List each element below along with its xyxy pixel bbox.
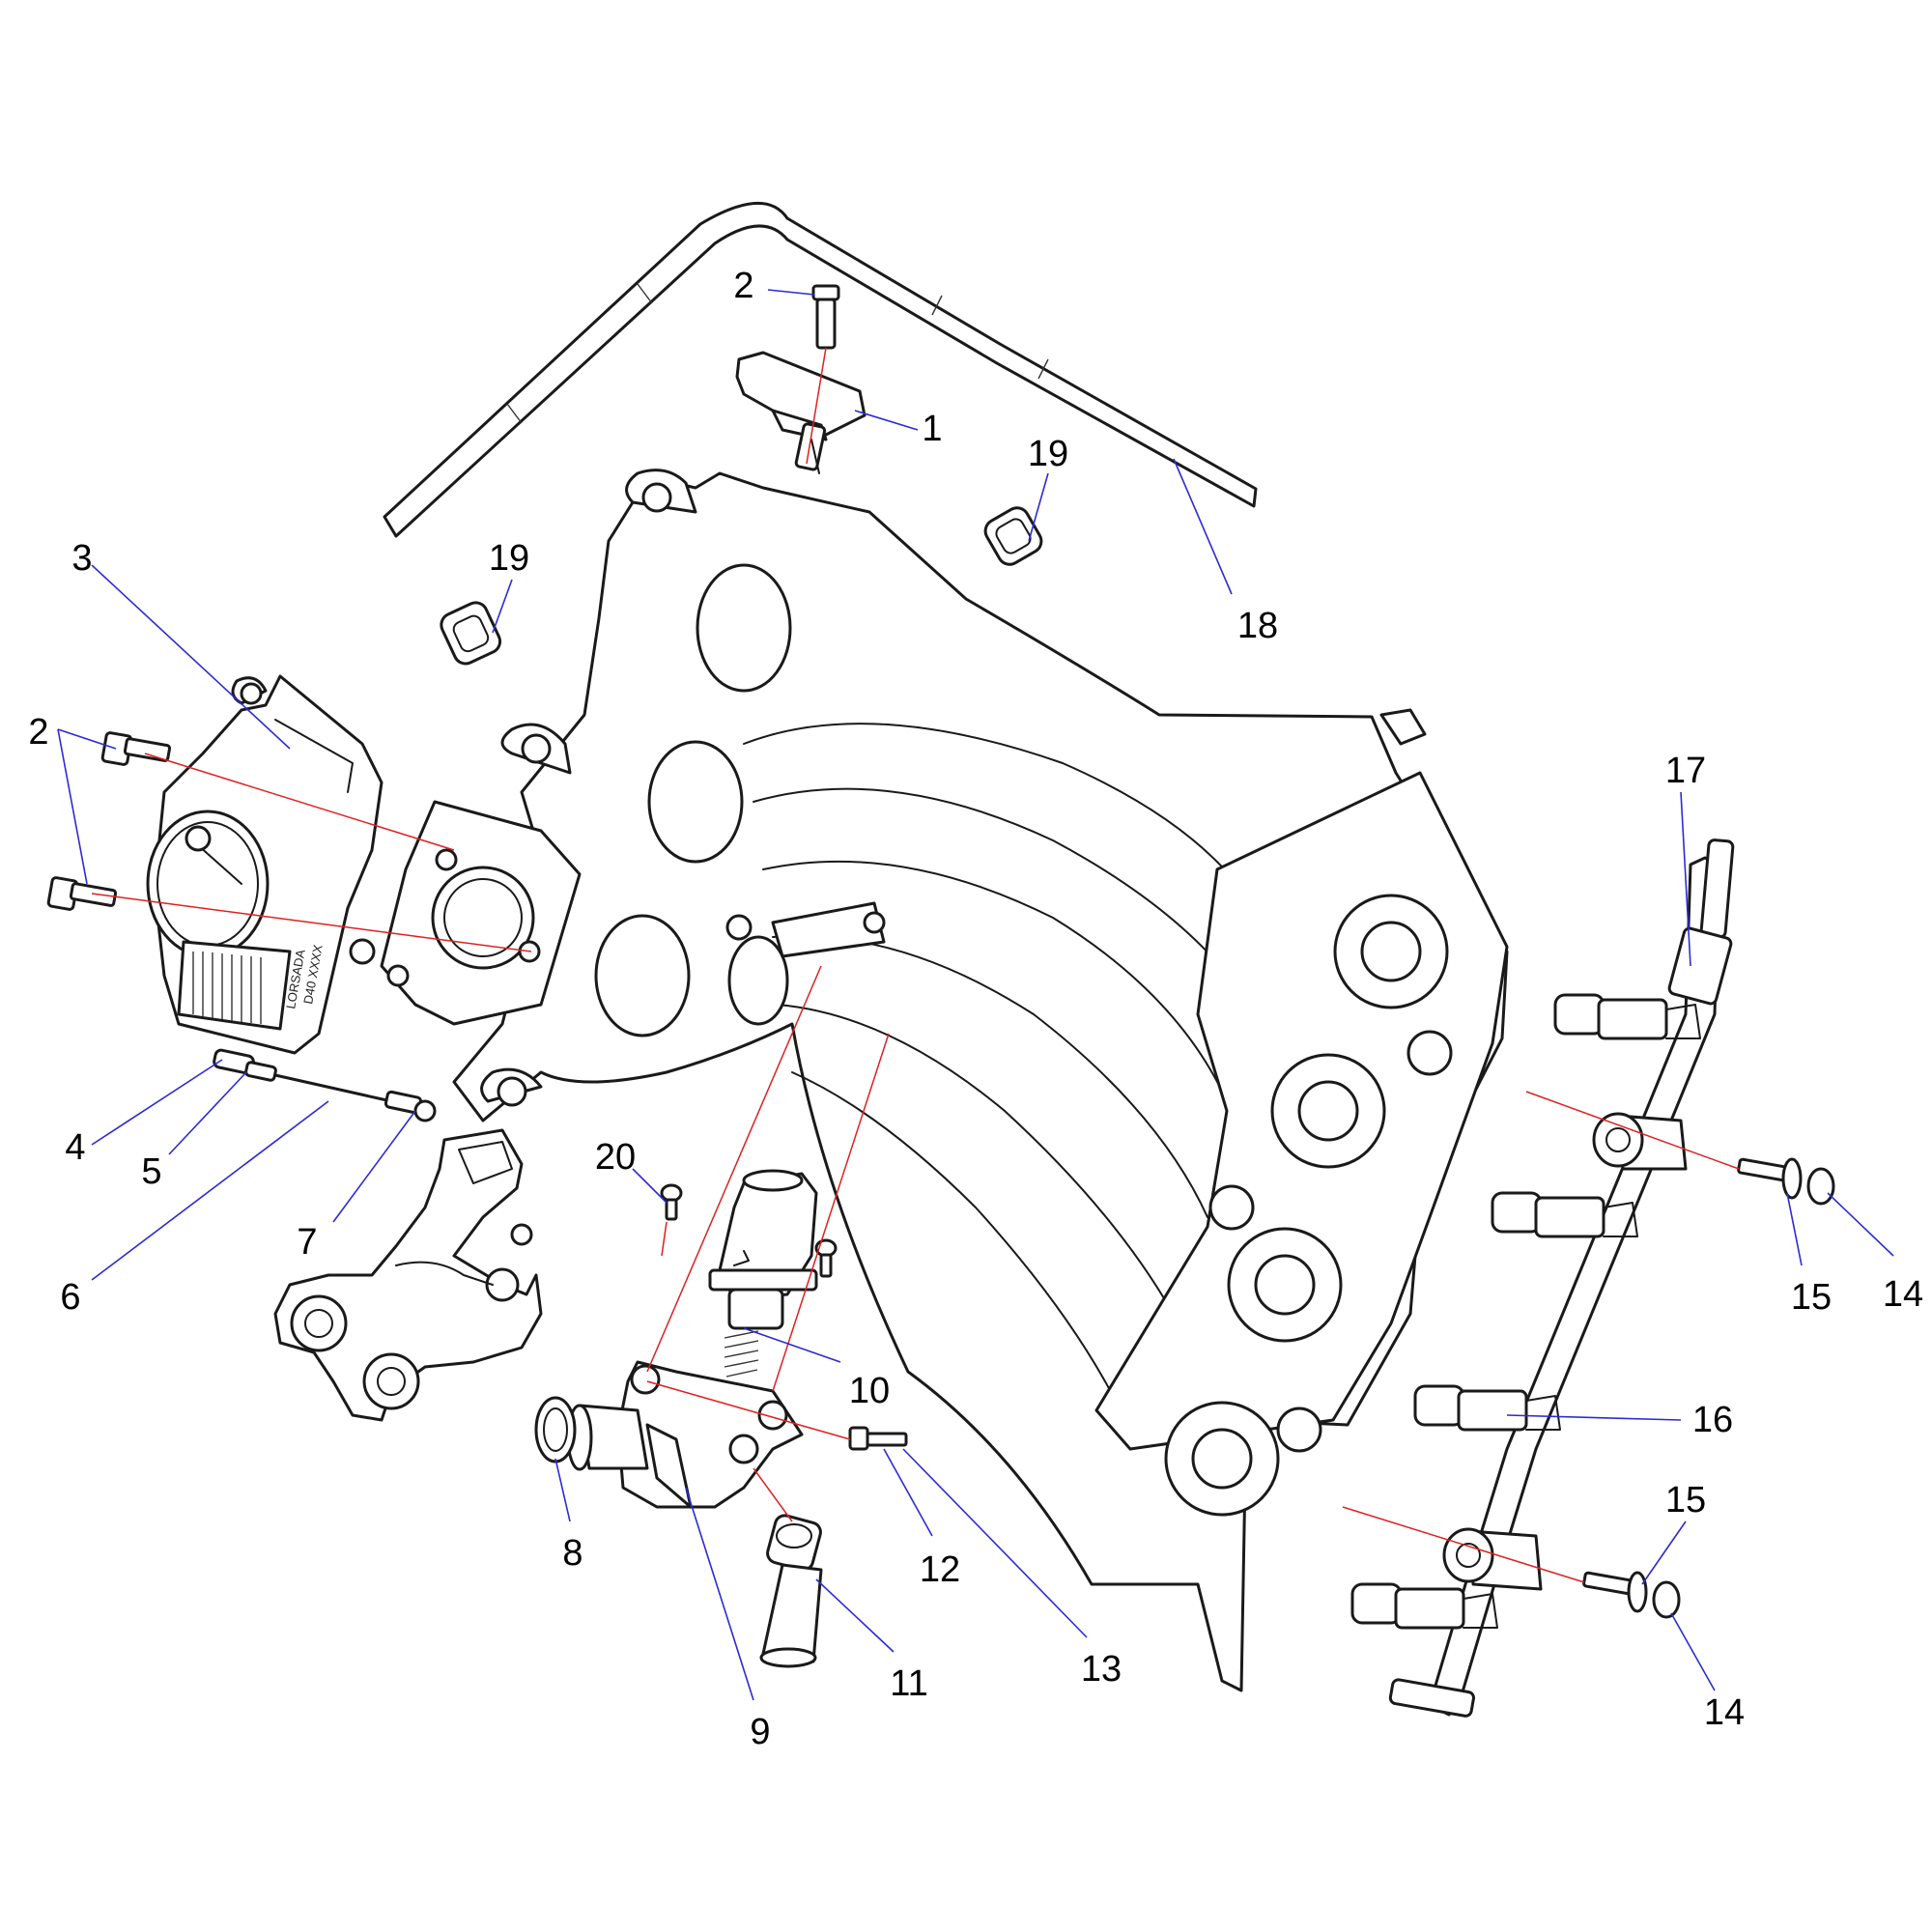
fuel-rail bbox=[1388, 838, 1735, 1718]
rail-boss-upper bbox=[1592, 1112, 1688, 1171]
sensor-bracket bbox=[273, 1128, 543, 1422]
screw-20 bbox=[660, 1183, 683, 1221]
grommet-right bbox=[983, 506, 1043, 566]
linkage-rod bbox=[213, 1048, 437, 1122]
grommet-left bbox=[440, 601, 502, 666]
fuel-injector-2 bbox=[1491, 1191, 1638, 1238]
bolt-top bbox=[811, 284, 840, 350]
intake-manifold bbox=[380, 469, 1509, 1692]
callout-2-top: 2 bbox=[733, 266, 753, 306]
callout-16: 16 bbox=[1692, 1400, 1733, 1440]
callout-14-lower: 14 bbox=[1704, 1692, 1745, 1733]
callout-3: 3 bbox=[71, 538, 92, 579]
bolt-12 bbox=[848, 1426, 908, 1451]
idle-air-valve bbox=[708, 1169, 818, 1378]
callouts: 2 1 19 19 18 3 2 17 4 5 6 7 20 10 8 9 11… bbox=[28, 266, 1923, 1752]
o-ring bbox=[534, 1396, 577, 1463]
callout-18: 18 bbox=[1237, 606, 1278, 646]
callout-1: 1 bbox=[922, 409, 942, 449]
callout-19-left: 19 bbox=[489, 538, 529, 579]
callout-12: 12 bbox=[920, 1549, 960, 1590]
map-sensor bbox=[735, 351, 867, 474]
rail-bolt-upper bbox=[1737, 1157, 1835, 1206]
callout-8: 8 bbox=[562, 1533, 582, 1574]
valve-spring bbox=[724, 1330, 759, 1378]
callout-17: 17 bbox=[1665, 751, 1706, 791]
throttle-spring bbox=[192, 952, 262, 1024]
callout-2-left: 2 bbox=[28, 712, 48, 753]
bolt-lower-left bbox=[46, 876, 118, 911]
callout-10: 10 bbox=[849, 1371, 890, 1411]
fuel-injector-4 bbox=[1350, 1582, 1498, 1630]
rail-boss-lower bbox=[1442, 1527, 1543, 1591]
fuel-injector-3 bbox=[1413, 1384, 1561, 1432]
callout-5: 5 bbox=[141, 1151, 161, 1192]
callout-13: 13 bbox=[1081, 1649, 1122, 1690]
callout-20: 20 bbox=[595, 1137, 636, 1178]
leader-lines bbox=[57, 289, 1894, 1701]
callout-15-upper: 15 bbox=[1791, 1277, 1832, 1318]
callout-11: 11 bbox=[890, 1663, 927, 1704]
vacuum-hose bbox=[383, 201, 1258, 538]
callout-15-lower: 15 bbox=[1665, 1480, 1706, 1520]
callout-9: 9 bbox=[750, 1712, 770, 1752]
callout-14-upper: 14 bbox=[1883, 1274, 1923, 1315]
rail-bolt-lower bbox=[1582, 1571, 1681, 1619]
assembly-axes bbox=[91, 347, 1740, 1583]
callout-19-right: 19 bbox=[1028, 434, 1068, 474]
callout-4: 4 bbox=[65, 1127, 85, 1168]
hose-connector bbox=[759, 1514, 823, 1668]
screw-valve bbox=[814, 1238, 838, 1278]
fuel-injector-1 bbox=[1553, 993, 1701, 1040]
valve-housing bbox=[566, 1360, 804, 1509]
callout-7: 7 bbox=[297, 1222, 317, 1263]
throttle-body: LORSADA D40 XXXX bbox=[146, 674, 384, 1055]
callout-6: 6 bbox=[60, 1277, 80, 1318]
bolt-upper-left bbox=[100, 731, 172, 766]
